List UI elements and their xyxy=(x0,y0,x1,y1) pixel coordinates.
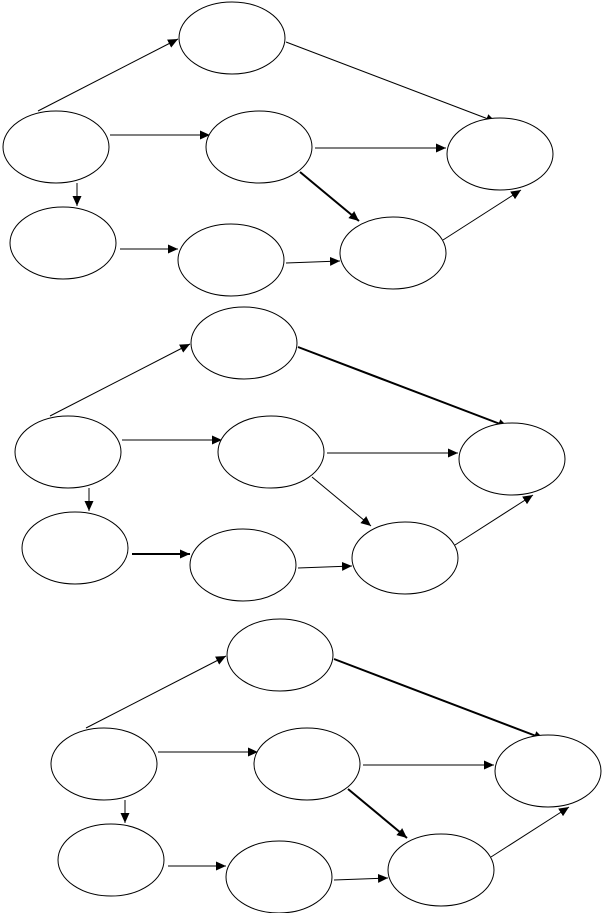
node-c xyxy=(205,110,313,184)
edge-a-b xyxy=(49,343,191,417)
edge-e-g xyxy=(285,256,341,266)
node-a xyxy=(2,110,110,184)
node-c xyxy=(217,415,325,489)
node-d xyxy=(9,206,117,280)
node-g xyxy=(339,216,447,290)
node-c xyxy=(253,727,361,801)
node-g xyxy=(351,521,459,595)
node-b xyxy=(178,1,286,75)
edge-g-h xyxy=(490,806,570,858)
edge-g-h xyxy=(442,189,522,241)
edge-b-h xyxy=(333,658,545,740)
edge-a-b xyxy=(37,38,179,112)
node-b xyxy=(226,618,334,692)
graph-3 xyxy=(50,618,602,913)
node-e xyxy=(225,840,333,913)
graph-1 xyxy=(2,1,554,297)
edge-a-b xyxy=(85,655,227,729)
edge-e-g xyxy=(333,873,389,883)
node-h xyxy=(446,117,554,191)
node-a xyxy=(50,727,158,801)
node-a xyxy=(14,415,122,489)
node-h xyxy=(458,422,566,496)
edge-e-g xyxy=(297,561,353,571)
node-d xyxy=(57,823,165,897)
node-g xyxy=(387,833,495,907)
graph-2 xyxy=(14,306,566,602)
node-b xyxy=(190,306,298,380)
node-d xyxy=(21,511,129,585)
edge-c-g xyxy=(347,788,408,839)
node-h xyxy=(494,734,602,808)
edge-g-h xyxy=(454,494,534,546)
edge-b-h xyxy=(297,346,509,428)
node-e xyxy=(177,223,285,297)
edge-c-g xyxy=(311,476,372,527)
node-e xyxy=(189,528,297,602)
edge-b-h xyxy=(285,41,497,123)
edge-c-g xyxy=(299,171,360,222)
